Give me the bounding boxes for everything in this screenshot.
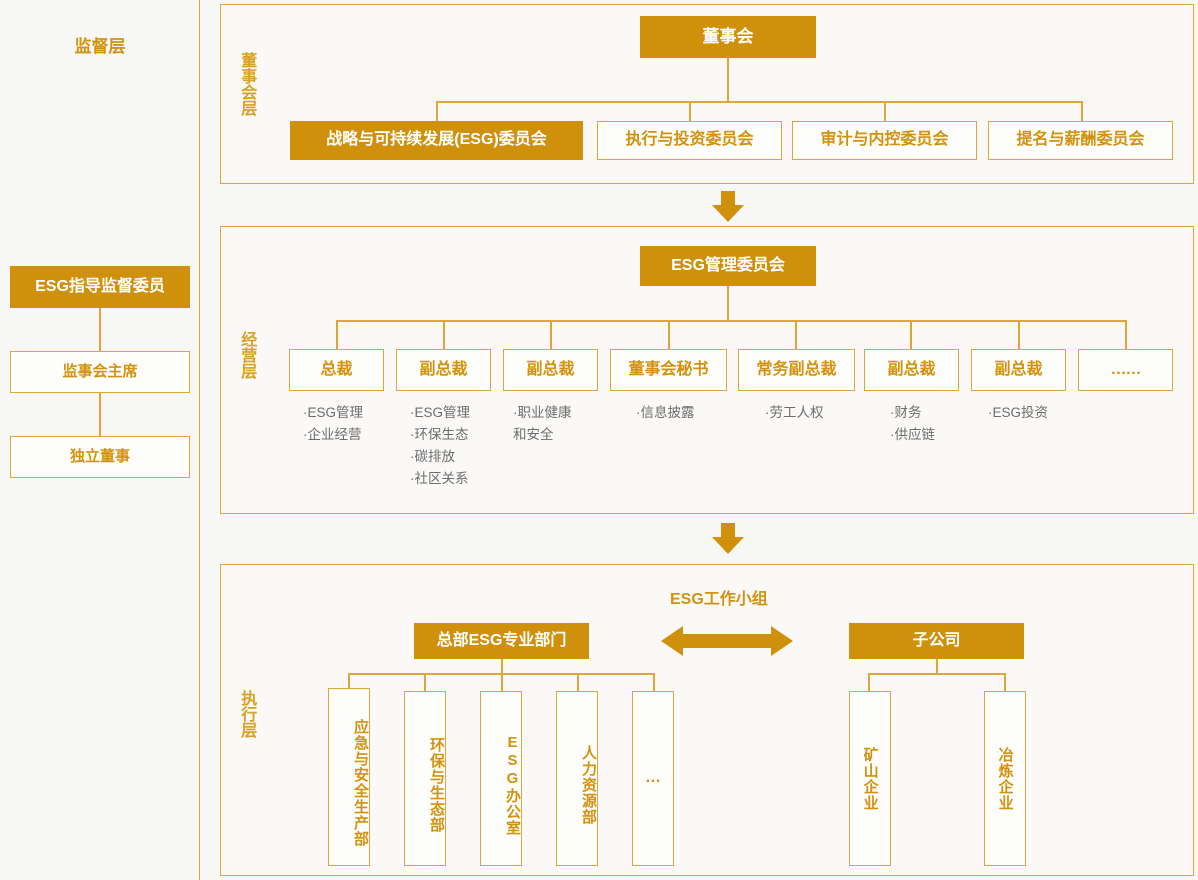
duty-item: ·碳排放	[410, 448, 455, 464]
duty-item: ·职业健康	[513, 405, 572, 420]
management-drop-3	[550, 320, 552, 350]
subsidiary-node[interactable]: 子公司	[849, 623, 1024, 659]
subsidiary-bus	[868, 673, 1005, 675]
management-bus	[336, 320, 1125, 322]
supervision-node-independent-director[interactable]: 独立董事	[10, 436, 190, 478]
subsidiary-stem	[936, 659, 938, 674]
duty-item: ·环保生态	[410, 426, 469, 442]
hq-drop-3	[501, 659, 503, 691]
bidirectional-arrow-icon	[661, 626, 793, 656]
supervision-connector-2	[99, 392, 101, 437]
management-role-board-secretary[interactable]: 董事会秘书	[610, 349, 727, 391]
hq-department-environment-ecology[interactable]: 环保与生态部	[404, 691, 446, 866]
board-committee-strategy-esg[interactable]: 战略与可持续发展(ESG)委员会	[290, 121, 583, 160]
supervision-title: 监督层	[74, 37, 126, 56]
execution-layer-label: 执行层	[238, 690, 256, 738]
board-root-stem	[727, 58, 729, 102]
duty-item: ·劳工人权	[765, 405, 824, 420]
hq-department-human-resources[interactable]: 人力资源部	[556, 691, 598, 866]
management-drop-4	[668, 320, 670, 350]
management-root-stem	[727, 286, 729, 321]
management-duties-president: ·ESG管理 ·企业经营	[303, 402, 363, 446]
duty-item: ·财务	[890, 405, 922, 420]
duty-item: ·ESG管理	[410, 405, 471, 420]
board-drop-2	[689, 101, 691, 121]
down-arrow-icon-mid	[712, 523, 744, 554]
management-role-vp-4[interactable]: 副总裁	[971, 349, 1066, 391]
board-drop-1	[436, 101, 438, 121]
management-duties-vp-2: ·职业健康 和安全	[513, 402, 572, 446]
board-layer-label: 董事会层	[238, 52, 256, 116]
management-layer-label: 经营层	[238, 331, 256, 379]
management-role-executive-vp[interactable]: 常务副总裁	[738, 349, 855, 391]
board-drop-4	[1081, 101, 1083, 121]
supervision-node-esg-committee[interactable]: ESG指导监督委员	[10, 266, 190, 308]
management-drop-5	[795, 320, 797, 350]
subsidiary-mining-company[interactable]: 矿山企业	[849, 691, 891, 866]
supervision-connector-1	[99, 307, 101, 352]
hq-drop-1	[348, 673, 350, 691]
management-duties-vp-3: ·财务 ·供应链	[890, 402, 935, 446]
hq-drop-5	[653, 673, 655, 691]
board-committee-audit-internal-control[interactable]: 审计与内控委员会	[792, 121, 977, 160]
supervision-node-chairman[interactable]: 监事会主席	[10, 351, 190, 393]
management-drop-6	[910, 320, 912, 350]
management-role-vp-1[interactable]: 副总裁	[396, 349, 491, 391]
management-drop-8	[1125, 320, 1127, 350]
management-role-more[interactable]: ……	[1078, 349, 1173, 391]
hq-drop-4	[577, 673, 579, 691]
duty-item: ·ESG投资	[988, 405, 1049, 420]
management-drop-2	[443, 320, 445, 350]
management-duties-vp-1: ·ESG管理 ·环保生态 ·碳排放 ·社区关系	[410, 402, 470, 489]
board-bus	[436, 101, 1082, 103]
hq-drop-2	[424, 673, 426, 691]
management-root-node[interactable]: ESG管理委员会	[640, 246, 816, 286]
board-committee-execution-investment[interactable]: 执行与投资委员会	[597, 121, 782, 160]
management-role-president[interactable]: 总裁	[289, 349, 384, 391]
hq-department-esg-office[interactable]: ESG办公室	[480, 691, 522, 866]
management-duties-vp-4: ·ESG投资	[988, 402, 1048, 424]
subsidiary-drop-2	[1004, 673, 1006, 691]
duty-item: ·供应链	[890, 426, 935, 442]
management-duties-executive-vp: ·劳工人权	[765, 402, 824, 424]
management-drop-1	[336, 320, 338, 350]
management-role-vp-3[interactable]: 副总裁	[864, 349, 959, 391]
subsidiary-drop-1	[868, 673, 870, 691]
duty-item: ·社区关系	[410, 470, 469, 486]
hq-department-more[interactable]: …	[632, 691, 674, 866]
hq-department-emergency-safety[interactable]: 应急与安全生产部	[328, 688, 370, 866]
duty-item: ·企业经营	[303, 426, 362, 442]
management-drop-7	[1018, 320, 1020, 350]
esg-working-group-title: ESG工作小组	[670, 591, 768, 608]
board-root-node[interactable]: 董事会	[640, 16, 816, 58]
board-committee-nomination-compensation[interactable]: 提名与薪酬委员会	[988, 121, 1173, 160]
execution-layer-panel	[220, 564, 1194, 876]
management-role-vp-2[interactable]: 副总裁	[503, 349, 598, 391]
hq-esg-department-node[interactable]: 总部ESG专业部门	[414, 623, 589, 659]
duty-item: ·信息披露	[636, 405, 695, 420]
management-duties-board-secretary: ·信息披露	[636, 402, 695, 424]
duty-item: ·ESG管理	[303, 405, 364, 420]
board-drop-3	[884, 101, 886, 121]
down-arrow-icon-top	[712, 191, 744, 222]
subsidiary-smelting-company[interactable]: 冶炼企业	[984, 691, 1026, 866]
duty-item: 和安全	[513, 426, 554, 442]
